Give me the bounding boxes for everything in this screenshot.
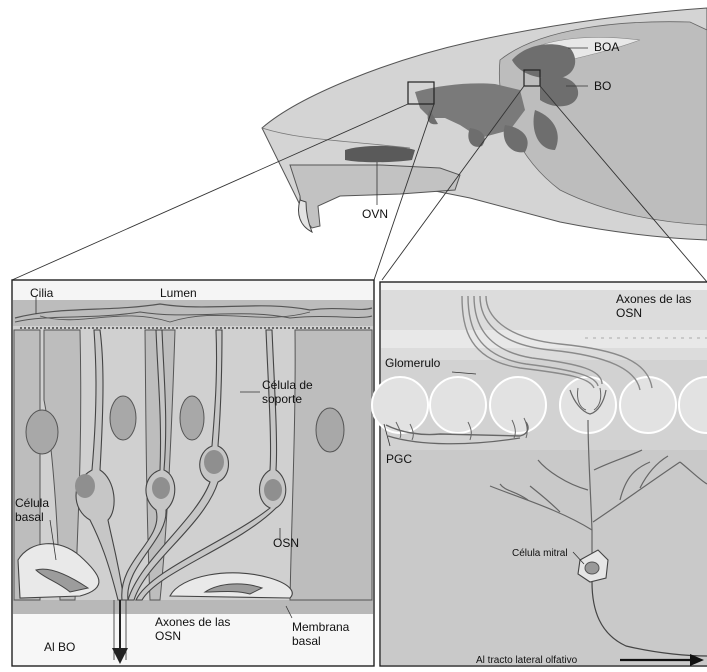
bulb-axons-label: Axones de las OSN (616, 292, 707, 320)
epithelium-panel (12, 280, 374, 666)
ovn-label: OVN (362, 207, 388, 221)
boa-label: BOA (594, 40, 619, 54)
support-cell-label: Célula de soporte (262, 378, 336, 406)
olfactory-tract-label: Al tracto lateral olfativo (476, 655, 577, 667)
pgc-label: PGC (386, 452, 412, 466)
to-bo-label: Al BO (44, 640, 75, 654)
bulb-panel (372, 282, 707, 666)
head-section (262, 8, 707, 240)
cilia-label: Cilia (30, 286, 53, 300)
osn-label: OSN (273, 536, 299, 550)
mitral-cell-label: Célula mitral (512, 548, 568, 560)
lumen-label: Lumen (160, 286, 197, 300)
glomerulo-label: Glomerulo (385, 356, 440, 370)
basal-cell-label: Célula basal (15, 496, 61, 524)
basal-membrane-label: Membrana basal (292, 620, 370, 648)
bo-label: BO (594, 79, 611, 93)
epithelium-axons-label: Axones de las OSN (155, 615, 257, 643)
